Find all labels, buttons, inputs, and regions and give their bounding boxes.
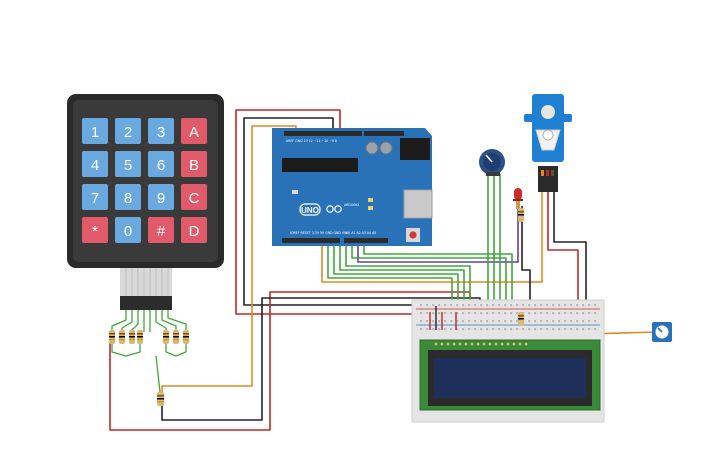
arduino-uno[interactable]: UNO ARDUINO AREF GND 13 12 ~11 ~10 ~9 8 … xyxy=(272,128,433,246)
key-8[interactable]: 8 xyxy=(115,184,141,210)
key-1[interactable]: 1 xyxy=(82,118,108,144)
board-component xyxy=(292,190,298,194)
analog-label: A0 A1 A2 A3 A4 A5 xyxy=(346,231,376,235)
key-C[interactable]: C xyxy=(181,184,207,210)
keypad-resistor[interactable] xyxy=(137,330,143,344)
arduino-brand: ARDUINO xyxy=(344,203,360,207)
wire-lcd-d6[interactable] xyxy=(363,242,513,342)
bb-resistor[interactable] xyxy=(518,312,524,326)
key-5[interactable]: 5 xyxy=(115,151,141,177)
capacitor-2 xyxy=(379,141,393,155)
power-jack xyxy=(400,138,430,160)
uno-logo: UNO xyxy=(301,206,319,215)
breadboard-holes xyxy=(420,304,597,331)
board-led xyxy=(368,198,373,202)
svg-text:4: 4 xyxy=(91,157,99,174)
servo-motor[interactable] xyxy=(524,94,572,192)
power-label: IOREF RESET 3.3V 5V GND GND VIN xyxy=(290,231,348,235)
analog-header-bottom xyxy=(344,238,388,243)
key-D[interactable]: D xyxy=(181,217,207,243)
svg-text:1: 1 xyxy=(91,124,99,141)
svg-text:7: 7 xyxy=(91,190,99,207)
wire-led-purple[interactable] xyxy=(357,206,519,263)
key-6[interactable]: 6 xyxy=(148,151,174,177)
key-7[interactable]: 7 xyxy=(82,184,108,210)
keypad-4x4[interactable]: 1 2 3 A 4 5 6 B 7 8 9 C * 0 # D xyxy=(67,94,224,310)
uno-logo-frame xyxy=(299,203,321,216)
svg-text:0: 0 xyxy=(124,223,132,240)
key-hash[interactable]: # xyxy=(148,217,174,243)
svg-text:2: 2 xyxy=(124,124,132,141)
keypad-resistor[interactable] xyxy=(129,330,135,344)
aref-label: AREF GND 13 12 ~11 ~10 ~9 8 xyxy=(286,139,337,143)
svg-text:B: B xyxy=(189,157,199,174)
wire-servo-red[interactable] xyxy=(547,190,579,300)
svg-text:D: D xyxy=(189,223,200,240)
wire-red-5v[interactable] xyxy=(235,109,428,315)
lcd-16x2[interactable] xyxy=(419,339,601,411)
wire-servo-black[interactable] xyxy=(553,190,587,300)
svg-text:5: 5 xyxy=(124,157,132,174)
keypad-ribbon-wires xyxy=(111,310,187,393)
key-2[interactable]: 2 xyxy=(115,118,141,144)
key-star[interactable]: * xyxy=(82,217,108,243)
led-resistor[interactable] xyxy=(518,208,524,222)
reset-button-cap xyxy=(409,231,417,239)
keypad-resistor[interactable] xyxy=(183,330,189,344)
potentiometer-contrast[interactable] xyxy=(479,149,505,176)
board-led-2 xyxy=(368,206,373,210)
svg-text:9: 9 xyxy=(157,190,165,207)
power-header-left xyxy=(364,131,404,136)
arduino-infinity-icon xyxy=(326,205,342,213)
key-0[interactable]: 0 xyxy=(115,217,141,243)
atmega-chip xyxy=(282,158,358,172)
svg-text:6: 6 xyxy=(157,157,165,174)
svg-text:A: A xyxy=(189,124,199,141)
svg-text:*: * xyxy=(92,223,98,240)
keypad-resistor[interactable] xyxy=(173,330,179,344)
keypad-resistor[interactable] xyxy=(163,330,169,344)
key-9[interactable]: 9 xyxy=(148,184,174,210)
key-B[interactable]: B xyxy=(181,151,207,177)
ribbon-cable xyxy=(120,268,172,298)
resistor-pulldown[interactable] xyxy=(157,392,164,406)
svg-text:3: 3 xyxy=(157,124,165,141)
key-3[interactable]: 3 xyxy=(148,118,174,144)
keypad-resistors xyxy=(109,330,189,344)
wire-orange-keypad[interactable] xyxy=(161,125,297,398)
lcd-screen xyxy=(434,358,586,398)
svg-text:C: C xyxy=(189,190,200,207)
keypad-resistor[interactable] xyxy=(109,330,115,344)
wire-servo-orange[interactable] xyxy=(321,190,543,283)
usb-port xyxy=(403,189,433,219)
key-4[interactable]: 4 xyxy=(82,151,108,177)
potentiometer-external[interactable] xyxy=(652,322,672,342)
wire-black-gnd[interactable] xyxy=(243,117,434,306)
key-A[interactable]: A xyxy=(181,118,207,144)
keypad-connector xyxy=(120,296,172,310)
keypad-resistor[interactable] xyxy=(119,330,125,344)
capacitor-1 xyxy=(365,141,379,155)
keypad-keys: 1 2 3 A 4 5 6 B 7 8 9 C * 0 # D xyxy=(82,118,207,243)
lcd-pins xyxy=(434,342,528,346)
wire-led-black[interactable] xyxy=(521,206,531,300)
svg-text:8: 8 xyxy=(124,190,132,207)
power-header-bottom xyxy=(282,238,340,243)
svg-text:#: # xyxy=(157,223,166,240)
red-led[interactable] xyxy=(513,188,523,209)
digital-header-top xyxy=(284,131,362,136)
